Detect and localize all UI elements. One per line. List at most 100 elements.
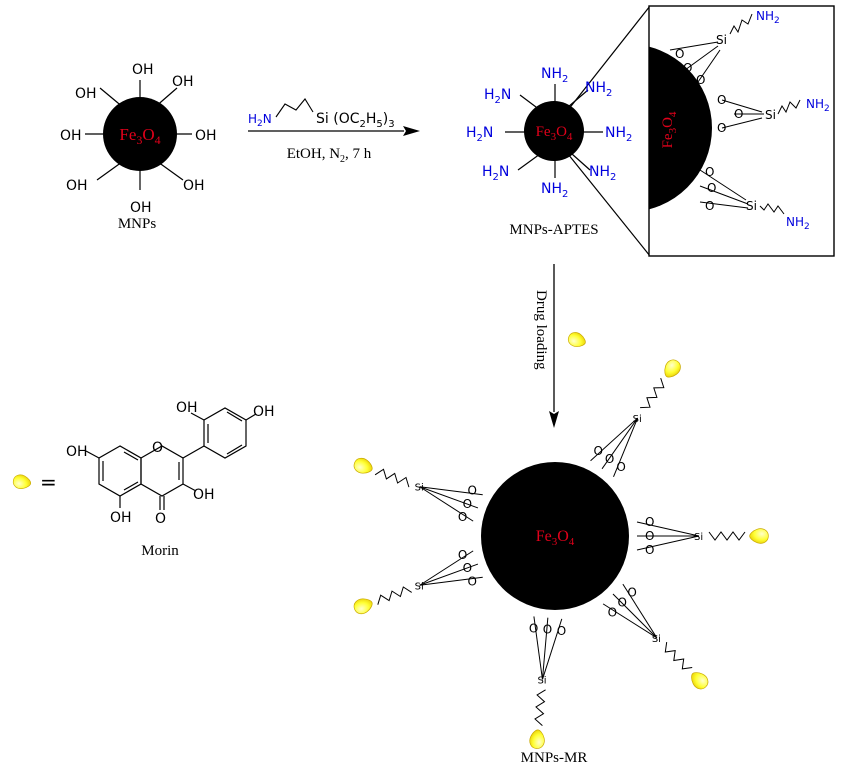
hydroxyl-label: OH (183, 178, 205, 194)
morin-silane-anchor: OOO Si (590, 356, 684, 478)
svg-text:O: O (717, 121, 726, 135)
surface-detail-inset: Fe3O4 O O O Si NH2 O O O Si NH2 O O O Si (648, 5, 835, 257)
svg-text:NH2: NH2 (605, 125, 632, 144)
mnps-mr-caption: MNPs-MR (521, 750, 588, 766)
morin-drug-icon (660, 356, 684, 382)
morin-drug-icon (11, 473, 33, 491)
silicon-atom: Si (537, 675, 546, 686)
svg-text:Si: Si (716, 33, 727, 47)
oxygen-atom: O (458, 510, 467, 524)
oxygen-atom: O (645, 515, 654, 529)
fe3o4-surface (649, 46, 712, 210)
oxygen-atom: O (463, 561, 472, 575)
morin-drug-icon (351, 455, 375, 477)
core-label: Fe3O4 (536, 124, 573, 143)
hydroxyl-label: OH (172, 74, 194, 90)
oxygen-atom: O (458, 548, 467, 562)
svg-text:H2N: H2N (466, 125, 493, 144)
drug-loading-label: Drug loading (533, 290, 549, 370)
oxygen-atom: O (616, 460, 625, 474)
silane-anchor: O O O Si NH2 (699, 165, 810, 232)
morin-drug-icon (528, 728, 546, 750)
core-label: Fe3O4 (119, 125, 160, 147)
silicon-atom: Si (415, 483, 424, 494)
svg-text:Si (OC2H5)3: Si (OC2H5)3 (316, 111, 395, 130)
svg-text:NH2: NH2 (585, 80, 612, 99)
hydroxyl-label: OH (66, 178, 88, 194)
hydroxyl-label: OH (75, 86, 97, 102)
mnps-caption: MNPs (118, 216, 157, 232)
silane-anchor: O O O Si NH2 (717, 93, 830, 135)
drug-loading-step: Drug loading (533, 264, 588, 428)
mnps-aptes-particle: Fe3O4 NH2 NH2 NH2 NH2 NH2 H2N H2N H2N MN… (466, 5, 651, 257)
oxygen-atom: O (605, 452, 614, 466)
silicon-atom: Si (694, 532, 703, 543)
fe3o4-core (481, 462, 629, 610)
svg-text:O: O (707, 181, 716, 195)
oxygen-atom: O (529, 621, 538, 635)
silane-anchor: O O O Si NH2 (669, 9, 780, 87)
reaction-arrow-group: H2N Si (OC2H5)3 EtOH, N2, 7 h (248, 98, 420, 165)
hydroxyl-label: OH (132, 62, 154, 78)
fe3o4-core (103, 97, 177, 171)
oxygen-atom: O (608, 605, 617, 619)
arrow-head (403, 126, 420, 136)
oxygen-atom: O (467, 574, 476, 588)
svg-text:H2N: H2N (482, 164, 509, 183)
fe3o4-core (524, 101, 584, 161)
silicon-atom: Si (415, 581, 424, 592)
morin-drug-icon (687, 668, 712, 693)
morin-legend: = O OH OH O (11, 400, 275, 559)
hydroxyl-label: OH (60, 128, 82, 144)
oxygen-atom: O (467, 484, 476, 498)
oxygen-atom: O (593, 444, 602, 458)
hydroxyl-label: OH (130, 200, 152, 216)
morin-structure (85, 407, 257, 510)
svg-text:NH2: NH2 (756, 9, 780, 26)
morin-atom: O (152, 440, 163, 456)
equals-sign: = (40, 470, 57, 494)
svg-text:NH2: NH2 (589, 164, 616, 183)
morin-silane-anchor: OOO Si (351, 548, 483, 617)
arrow-head (549, 411, 559, 428)
oxygen-atom: O (627, 586, 636, 600)
morin-drug-icon (351, 595, 375, 617)
amine-labels: NH2 NH2 NH2 NH2 NH2 H2N H2N H2N (466, 66, 632, 200)
svg-text:NH2: NH2 (806, 97, 830, 114)
oxygen-atom: O (463, 497, 472, 511)
oxygen-atom: O (645, 543, 654, 557)
svg-text:H2N: H2N (248, 112, 272, 129)
aptes-reagent: H2N Si (OC2H5)3 (248, 98, 395, 130)
svg-text:O: O (696, 73, 705, 87)
mnps-aptes-caption: MNPs-APTES (509, 222, 598, 238)
svg-text:NH2: NH2 (541, 181, 568, 200)
svg-text:O: O (717, 93, 726, 107)
morin-drug-icon (749, 528, 769, 544)
reaction-conditions: EtOH, N2, 7 h (287, 146, 372, 165)
core-label: Fe3O4 (536, 528, 575, 548)
mnps-particle: Fe3O4 OH OH OH OH OH OH OH OH MNPs (60, 62, 217, 232)
hydroxyl-label: OH (195, 128, 217, 144)
svg-text:O: O (705, 165, 714, 179)
morin-atom: O (155, 511, 166, 527)
morin-silane-anchor: OOO Si (351, 455, 483, 524)
svg-text:Si: Si (765, 108, 776, 122)
oxygen-atom: O (617, 595, 626, 609)
morin-drug-icon (566, 330, 588, 350)
svg-text:NH2: NH2 (541, 66, 568, 85)
svg-text:O: O (675, 47, 684, 61)
svg-text:Si: Si (746, 199, 757, 213)
morin-atom: OH (66, 444, 88, 460)
oxygen-atom: O (557, 624, 566, 638)
svg-text:H2N: H2N (484, 87, 511, 106)
morin-caption: Morin (141, 543, 179, 559)
svg-text:NH2: NH2 (786, 215, 810, 232)
silicon-atom: Si (633, 414, 642, 425)
svg-text:O: O (683, 61, 692, 75)
